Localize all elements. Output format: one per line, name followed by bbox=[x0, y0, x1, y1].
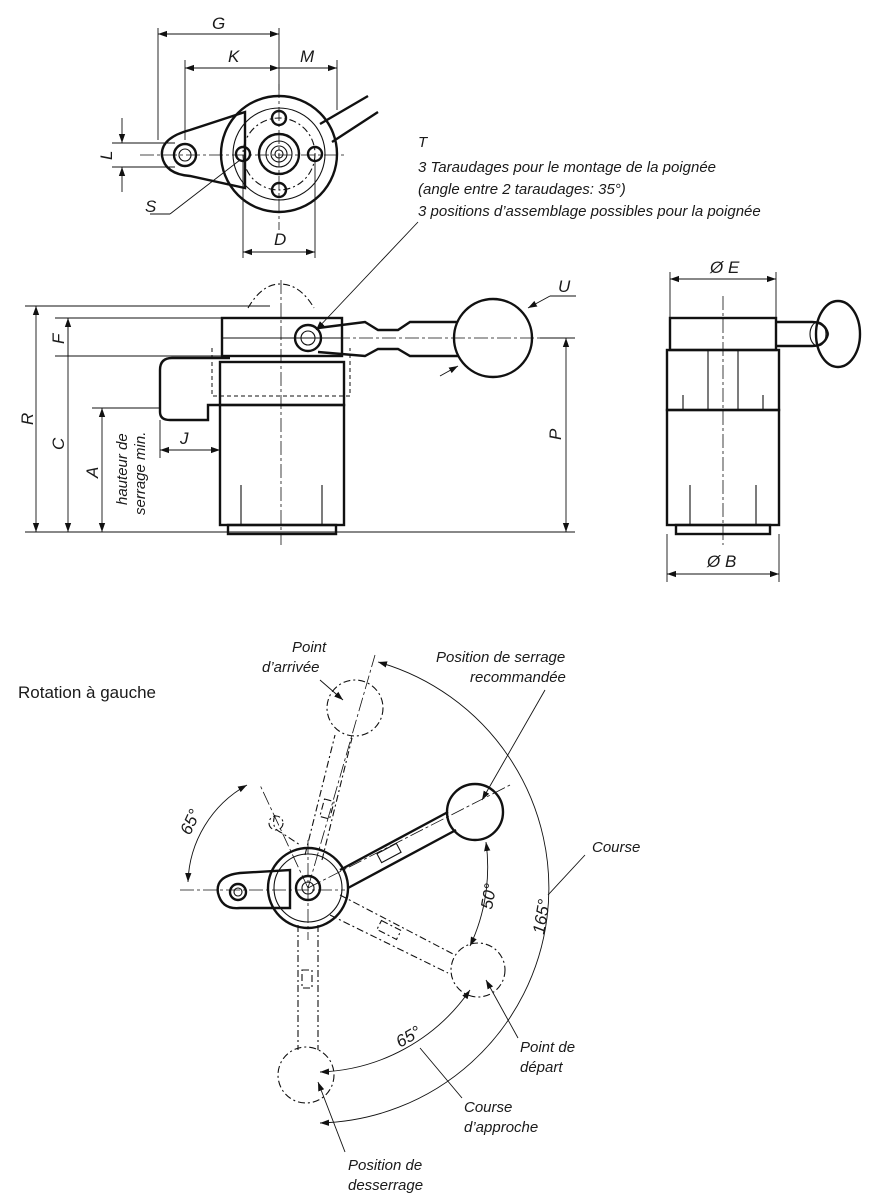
note-t-line3: 3 positions d’assemblage possibles pour … bbox=[418, 203, 761, 220]
right-view: Ø E Ø B bbox=[665, 258, 862, 582]
side-cylinder bbox=[218, 403, 346, 527]
label-depart-2: départ bbox=[520, 1059, 563, 1076]
side-view: R C F A hauteur de serrage min. J P U bbox=[18, 277, 576, 545]
note-t-label: T bbox=[418, 134, 429, 151]
label-serrage-1: Position de serrage bbox=[436, 649, 565, 666]
release-handle bbox=[277, 925, 335, 1104]
dim-j-label: J bbox=[179, 429, 189, 448]
angle-65-bottom: 65° bbox=[393, 1022, 425, 1051]
dim-u-label: U bbox=[558, 277, 571, 296]
dim-k-label: K bbox=[228, 47, 240, 66]
label-course: Course bbox=[592, 839, 640, 856]
dim-b-label: Ø B bbox=[706, 552, 736, 571]
dim-m-label: M bbox=[300, 47, 315, 66]
side-base bbox=[226, 523, 338, 536]
min-height-line1: hauteur de bbox=[114, 433, 131, 505]
rotation-arm bbox=[216, 868, 292, 910]
clamp-arm-outline bbox=[160, 110, 247, 190]
rotation-view: Rotation à gauche bbox=[18, 639, 640, 1194]
side-upper-body bbox=[218, 360, 346, 407]
angle-50: 50° bbox=[477, 882, 500, 911]
dim-e-label: Ø E bbox=[709, 258, 740, 277]
label-arrivee-1: Point bbox=[292, 639, 327, 656]
side-handle-shaft bbox=[317, 320, 458, 358]
arrival-handle bbox=[304, 679, 384, 861]
rotation-title: Rotation à gauche bbox=[18, 683, 156, 702]
arrival-arm bbox=[273, 814, 301, 846]
dim-a-label: A bbox=[83, 467, 102, 479]
label-desserrage-1: Position de bbox=[348, 1157, 422, 1174]
dim-s-label: S bbox=[145, 197, 157, 216]
side-top-cap bbox=[220, 316, 344, 358]
dim-f-label: F bbox=[49, 332, 68, 344]
dim-g-label: G bbox=[212, 14, 225, 33]
note-t-line2: (angle entre 2 taraudages: 35°) bbox=[418, 181, 626, 198]
dim-c-label: C bbox=[49, 437, 68, 450]
label-approche-1: Course bbox=[464, 1099, 512, 1116]
right-handle-ball bbox=[814, 299, 862, 369]
angle-165: 165° bbox=[529, 898, 554, 936]
clamp-handle-shaft bbox=[339, 810, 457, 890]
label-approche-2: d’approche bbox=[464, 1119, 538, 1136]
label-depart-1: Point de bbox=[520, 1039, 575, 1056]
handle-stub bbox=[319, 94, 379, 144]
min-height-line2: serrage min. bbox=[132, 432, 149, 515]
right-handle-stub bbox=[776, 320, 830, 348]
label-arrivee-2: d’arrivée bbox=[262, 659, 320, 676]
side-clamp-arm bbox=[158, 356, 230, 422]
dim-d-label: D bbox=[274, 230, 286, 249]
note-t-line1: 3 Taraudages pour le montage de la poign… bbox=[418, 159, 716, 176]
dim-l-label: L bbox=[97, 151, 116, 160]
label-serrage-2: recommandée bbox=[470, 669, 566, 686]
label-desserrage-2: desserrage bbox=[348, 1177, 423, 1194]
start-handle bbox=[329, 894, 506, 998]
dim-p-label: P bbox=[546, 428, 565, 440]
tapping-note: T 3 Taraudages pour le montage de la poi… bbox=[315, 134, 761, 331]
dim-r-label: R bbox=[18, 413, 37, 425]
clamp-handle-ball bbox=[445, 782, 505, 842]
top-view: G K M L S D bbox=[97, 14, 379, 258]
